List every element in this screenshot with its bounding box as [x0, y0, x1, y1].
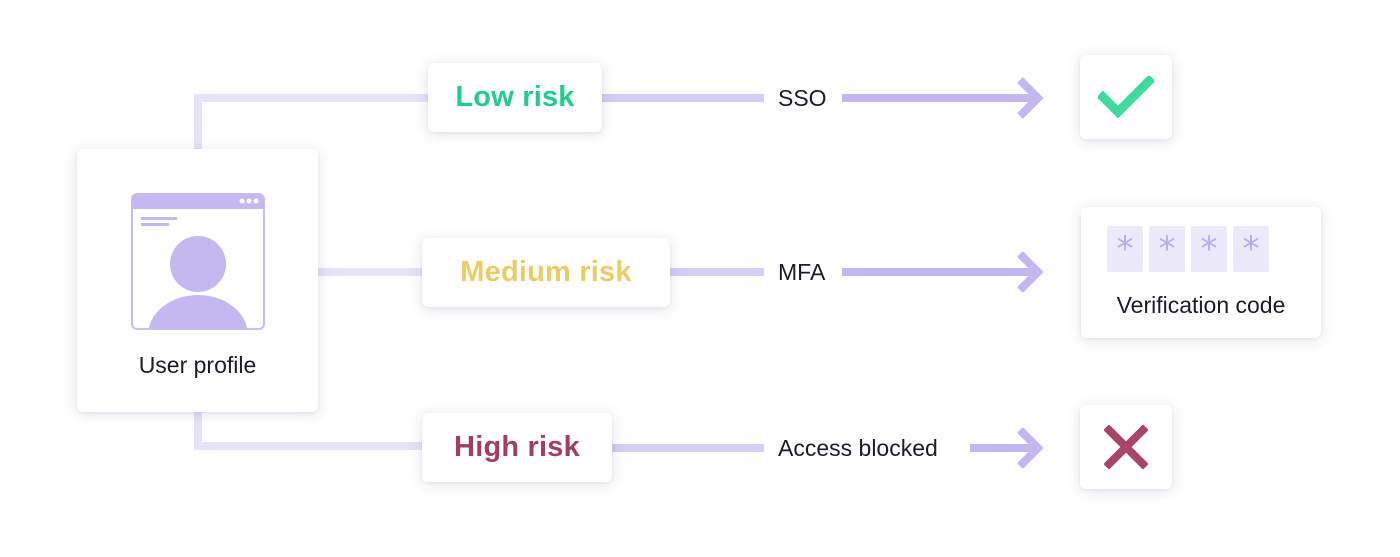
- high-risk-label: High risk: [454, 431, 580, 463]
- browser-user-icon: [130, 193, 265, 330]
- connector-high: [194, 412, 424, 450]
- result-allowed-card: [1080, 55, 1172, 139]
- result-blocked-card: [1080, 405, 1172, 489]
- medium-risk-card: Medium risk: [422, 238, 670, 307]
- connector-low: [194, 94, 430, 150]
- verification-code-card: * * * * Verification code: [1081, 207, 1321, 338]
- arrowhead-low-icon: [1017, 77, 1044, 119]
- code-digit-box: *: [1233, 226, 1269, 272]
- method-label-access-blocked: Access blocked: [772, 433, 944, 463]
- high-risk-card: High risk: [422, 413, 612, 482]
- method-label-sso: SSO: [772, 83, 833, 113]
- verification-code-boxes: * * * *: [1107, 226, 1269, 272]
- code-digit-box: *: [1191, 226, 1227, 272]
- code-digit-box: *: [1107, 226, 1143, 272]
- verification-code-label: Verification code: [1116, 292, 1286, 318]
- checkmark-icon: [1098, 76, 1154, 118]
- cross-icon: [1104, 425, 1148, 469]
- arrowhead-medium-icon: [1017, 251, 1044, 293]
- method-label-mfa: MFA: [772, 257, 832, 287]
- user-profile-card: User profile: [77, 149, 318, 412]
- medium-risk-label: Medium risk: [460, 256, 632, 288]
- user-profile-label: User profile: [138, 352, 257, 378]
- code-digit-box: *: [1149, 226, 1185, 272]
- arrowhead-high-icon: [1017, 427, 1044, 469]
- low-risk-card: Low risk: [428, 63, 602, 132]
- low-risk-label: Low risk: [455, 81, 575, 113]
